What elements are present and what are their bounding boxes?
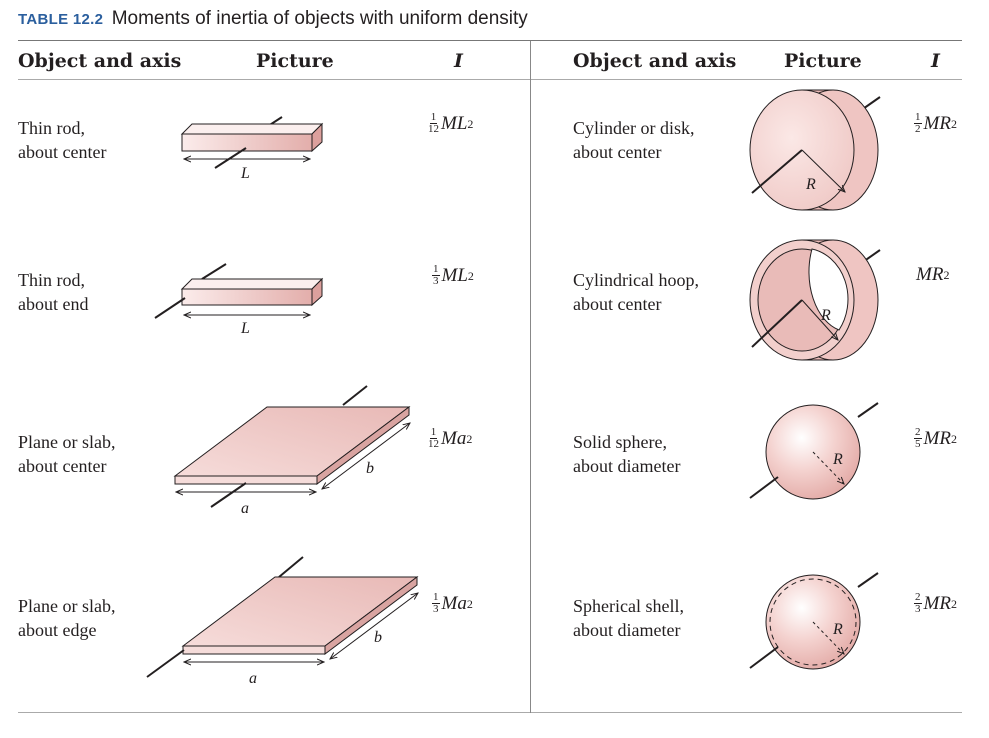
table-caption: TABLE 12.2 Moments of inertia of objects… (18, 8, 528, 30)
object-line2: about center (573, 142, 662, 162)
table-number: TABLE 12.2 (18, 11, 104, 28)
header-inertia-left: I (454, 50, 463, 72)
dimension-label-R: R (820, 307, 831, 324)
top-rule (18, 40, 962, 41)
slab-edge-figure: a b (146, 556, 418, 687)
fraction-numerator: 1 (914, 111, 922, 124)
object-line2: about center (573, 294, 662, 314)
formula-base: MR (923, 592, 951, 614)
object-cylinder-disk: Cylinder or disk, about center (573, 116, 695, 164)
dimension-label-b: b (374, 629, 382, 646)
formula-base: MR (916, 264, 944, 285)
fraction-numerator: 1 (432, 591, 440, 604)
object-line1: Solid sphere, (573, 432, 667, 452)
dimension-label-R: R (832, 621, 843, 638)
header-inertia-right: I (931, 50, 940, 72)
dimension-label-L: L (240, 165, 250, 182)
dimension-label-R: R (832, 451, 843, 468)
fraction-numerator: 1 (429, 426, 438, 439)
cylinder-disk-figure: R (749, 89, 881, 211)
fraction-denominator: 5 (915, 438, 921, 450)
dimension-label-L: L (240, 320, 250, 337)
object-line2: about diameter (573, 620, 681, 640)
fraction-numerator: 1 (432, 263, 440, 276)
fraction-denominator: 12 (428, 123, 439, 135)
object-line1: Plane or slab, (18, 432, 116, 452)
table-title: Moments of inertia of objects with unifo… (111, 8, 528, 29)
formula-base: ML (441, 112, 468, 134)
object-line1: Spherical shell, (573, 596, 684, 616)
object-spherical-shell: Spherical shell, about diameter (573, 594, 684, 642)
object-line2: about end (18, 294, 89, 314)
object-slab-edge: Plane or slab, about edge (18, 594, 115, 642)
fraction-numerator: 1 (429, 111, 438, 124)
object-line1: Thin rod, (18, 270, 85, 290)
object-thin-rod-center: Thin rod, about center (18, 116, 106, 164)
cylindrical-hoop-figure: R (749, 239, 881, 361)
dimension-label-a: a (241, 500, 249, 517)
dimension-label-R: R (805, 176, 816, 193)
object-solid-sphere: Solid sphere, about diameter (573, 430, 680, 478)
object-line1: Cylindrical hoop, (573, 270, 699, 290)
dimension-label-a: a (249, 670, 257, 687)
object-cylindrical-hoop: Cylindrical hoop, about center (573, 268, 699, 316)
header-picture-left: Picture (256, 50, 334, 72)
formula-base: MR (923, 427, 951, 449)
object-line2: about edge (18, 620, 97, 640)
column-divider (530, 41, 531, 713)
solid-sphere-figure: R (749, 402, 879, 500)
slab-center-figure: a b (173, 385, 410, 517)
object-thin-rod-end: Thin rod, about end (18, 268, 88, 316)
bottom-rule (18, 712, 962, 713)
header-picture-right: Picture (784, 50, 862, 72)
thin-rod-center-figure: L (180, 116, 324, 182)
header-rule (18, 79, 962, 80)
header-object-and-axis-left: Object and axis (18, 50, 182, 72)
object-line2: about diameter (573, 456, 681, 476)
fraction-denominator: 3 (915, 603, 921, 615)
object-line1: Thin rod, (18, 118, 85, 138)
fraction-denominator: 2 (915, 123, 921, 135)
fraction-denominator: 12 (428, 438, 439, 450)
formula-base: Ma (441, 592, 467, 614)
fraction-denominator: 3 (433, 603, 439, 615)
object-line1: Cylinder or disk, (573, 118, 695, 138)
spherical-shell-figure: R (749, 572, 879, 670)
object-slab-center: Plane or slab, about center (18, 430, 115, 478)
object-line2: about center (18, 142, 107, 162)
fraction-numerator: 2 (914, 426, 922, 439)
formula-base: MR (923, 112, 951, 134)
fraction-numerator: 2 (914, 591, 922, 604)
dimension-label-b: b (366, 460, 374, 477)
formula-base: Ma (441, 427, 467, 449)
header-object-and-axis-right: Object and axis (573, 50, 737, 72)
object-line1: Plane or slab, (18, 596, 116, 616)
thin-rod-end-figure: L (154, 263, 324, 337)
object-line2: about center (18, 456, 107, 476)
formula-base: ML (441, 264, 468, 286)
fraction-denominator: 3 (433, 275, 439, 287)
